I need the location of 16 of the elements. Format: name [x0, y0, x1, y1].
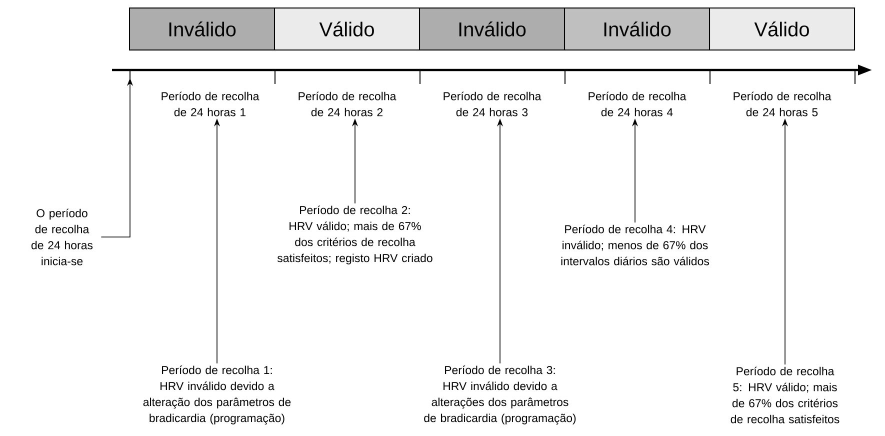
period-label: Período de recolha de 24 horas 2 [298, 92, 396, 116]
status-cell: Inválido [564, 8, 710, 50]
note-text: O período de recolha de 24 horas inicia-se [31, 208, 93, 266]
status-cell: Válido [274, 8, 420, 50]
note-text: Período de recolha 3: HRV inválido devido a alterações dos parâmetros de bradicardia (programação) [424, 366, 576, 424]
note-text: Período de recolha 1: HRV inválido devido a alteração dos parâmetros de bradicardia (programação) [143, 366, 291, 424]
period-label: Período de recolha de 24 horas 3 [444, 92, 542, 116]
status-cell: Válido [709, 8, 856, 50]
period-label: Período de recolha de 24 horas 5 [734, 92, 832, 116]
note-text: Período de recolha 2: HRV válido; mais de 67% dos critérios de recolha satisfeitos; registo HRV criado [277, 206, 432, 264]
status-cell: Inválido [129, 8, 275, 50]
note-text: Período de recolha 4: HRV inválido; menos de 67% dos intervalos diários são válidos [561, 224, 710, 266]
status-cell: Inválido [419, 8, 565, 50]
period-label: Período de recolha de 24 horas 4 [588, 92, 686, 116]
period-label: Período de recolha de 24 horas 1 [162, 92, 260, 116]
note-text: Período de recolha 5: HRV válido; mais de 67% dos critérios de recolha satisfeitos [730, 366, 840, 424]
